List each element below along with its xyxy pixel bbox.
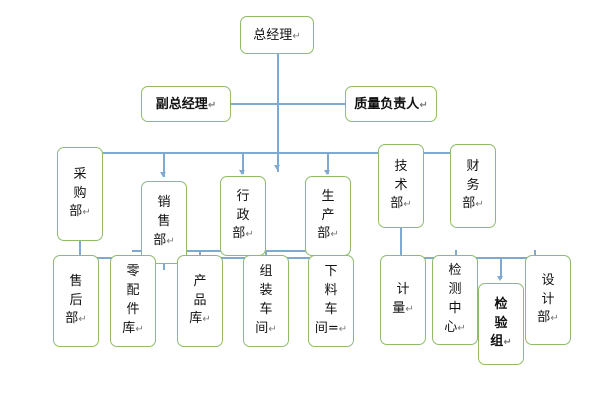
connector-arrow-inspgroup — [497, 276, 503, 281]
connector-drop-assembly — [265, 250, 267, 257]
connector-row2-crossbar — [222, 103, 350, 105]
node-testing-center[interactable]: 检 测 中 心↵ — [432, 255, 478, 345]
node-label-design-dept: 设 计 部↵ — [537, 272, 559, 326]
node-production-dept[interactable]: 生 产 部↵ — [305, 176, 351, 256]
node-metrology[interactable]: 计 量↵ — [380, 255, 426, 345]
node-assembly-workshop[interactable]: 组 装 车 间↵ — [243, 255, 289, 347]
node-parts-warehouse[interactable]: 零 配 件 库↵ — [110, 255, 156, 347]
connector-arrow-production — [324, 170, 330, 175]
node-label-purchasing-dept: 采 购 部↵ — [69, 166, 91, 220]
node-technology-dept[interactable]: 技 术 部↵ — [378, 144, 424, 228]
node-label-metrology: 计 量↵ — [392, 282, 414, 316]
node-label-general-manager: 总经理↵ — [253, 27, 301, 43]
connector-gm-vertical — [277, 52, 279, 172]
node-label-assembly-workshop: 组 装 车 间↵ — [255, 264, 277, 336]
connector-drop-admin — [242, 152, 244, 174]
node-deputy-general-manager[interactable]: 副总经理↵ — [141, 86, 231, 122]
node-label-parts-warehouse: 零 配 件 库↵ — [122, 264, 144, 336]
node-inspection-group[interactable]: 检 验 组↵ — [478, 283, 524, 365]
node-product-warehouse[interactable]: 产 品 库↵ — [177, 255, 223, 347]
connector-purchase-down — [79, 240, 81, 258]
node-label-testing-center: 检 测 中 心↵ — [444, 263, 466, 335]
node-label-product-warehouse: 产 品 库↵ — [189, 273, 211, 327]
node-label-technology-dept: 技 术 部↵ — [390, 158, 412, 212]
node-general-manager[interactable]: 总经理↵ — [240, 16, 314, 54]
node-cutting-workshop[interactable]: 下 料 车 间=↵ — [308, 255, 354, 347]
node-quality-manager[interactable]: 质量负责人↵ — [345, 86, 437, 122]
node-label-administration-dept: 行 政 部↵ — [232, 188, 254, 242]
connector-arrow-sales — [160, 172, 166, 177]
connector-arrow-gm-to-row3 — [274, 165, 280, 170]
node-label-deputy-general-manager: 副总经理↵ — [155, 96, 217, 112]
node-label-quality-manager: 质量负责人↵ — [354, 96, 428, 112]
node-administration-dept[interactable]: 行 政 部↵ — [220, 176, 266, 256]
connector-tech-down — [400, 228, 402, 258]
connector-drop-production — [327, 152, 329, 174]
node-label-production-dept: 生 产 部↵ — [317, 188, 339, 242]
connector-drop-sales — [163, 152, 165, 177]
node-purchasing-dept[interactable]: 采 购 部↵ — [57, 147, 103, 241]
node-sales-dept[interactable]: 销 售 部↵ — [141, 181, 187, 264]
node-after-sales-dept[interactable]: 售 后 部↵ — [53, 255, 99, 347]
connector-drop-inspgroup — [500, 257, 502, 279]
node-design-dept[interactable]: 设 计 部↵ — [525, 255, 571, 345]
connector-drop-testctr — [455, 250, 457, 258]
connector-row3-bus-left — [79, 152, 427, 154]
node-label-cutting-workshop: 下 料 车 间=↵ — [314, 264, 348, 336]
connector-drop-prodware — [199, 250, 201, 257]
node-finance-dept[interactable]: 财 务 部↵ — [450, 144, 496, 228]
node-label-inspection-group: 检 验 组↵ — [490, 296, 512, 350]
connector-drop-design — [534, 250, 536, 258]
connector-arrow-admin — [239, 170, 245, 175]
node-label-after-sales-dept: 售 后 部↵ — [65, 273, 87, 327]
node-label-sales-dept: 销 售 部↵ — [153, 195, 175, 248]
connector-drop-aftersale — [79, 250, 81, 258]
node-label-finance-dept: 财 务 部↵ — [462, 158, 484, 212]
